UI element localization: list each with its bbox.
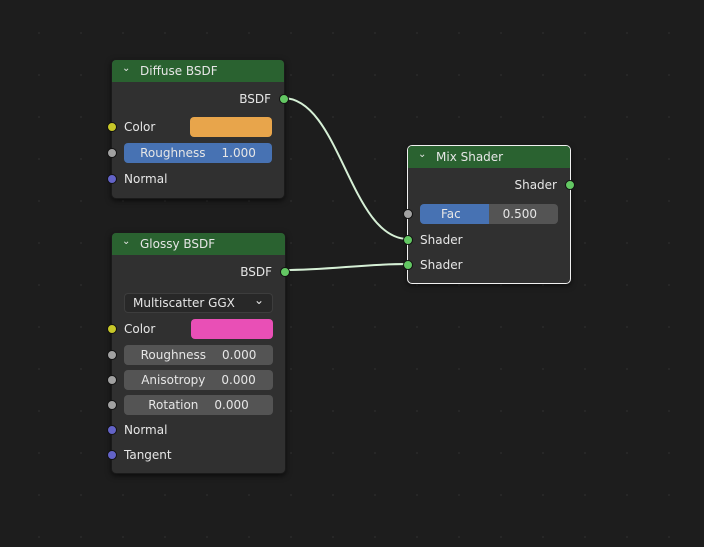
chevron-down-icon: ⌄	[253, 293, 264, 307]
socket-row-shader: Shader	[403, 230, 570, 250]
link-glossy-to-mix[interactable]	[283, 263, 409, 271]
node-header[interactable]: ⌄ Mix Shader	[408, 146, 570, 168]
socket-label: BSDF	[239, 92, 271, 106]
node-title: Diffuse BSDF	[140, 64, 218, 78]
shader-socket-icon[interactable]	[280, 267, 290, 277]
node-header[interactable]: ⌄ Glossy BSDF	[112, 233, 285, 255]
slider-value: 0.000	[221, 373, 256, 387]
node-title: Mix Shader	[436, 150, 504, 164]
color-swatch[interactable]	[191, 319, 273, 339]
socket-label: Normal	[124, 423, 168, 437]
vector-socket-icon[interactable]	[107, 450, 117, 460]
socket-row-roughness: Roughness 1.000	[107, 143, 284, 163]
color-swatch[interactable]	[190, 117, 272, 137]
float-socket-icon[interactable]	[107, 375, 117, 385]
float-socket-icon[interactable]	[107, 400, 117, 410]
socket-row-bsdf: BSDF	[112, 89, 289, 109]
socket-row-roughness: Roughness 0.000	[107, 345, 285, 365]
slider-rotation[interactable]: Rotation 0.000	[124, 395, 273, 415]
socket-row-normal: Normal	[107, 169, 284, 189]
socket-row-tangent: Tangent	[107, 445, 285, 465]
color-socket-icon[interactable]	[107, 324, 117, 334]
socket-row-normal: Normal	[107, 420, 285, 440]
chevron-down-icon[interactable]: ⌄	[418, 148, 427, 160]
slider-label: Fac	[440, 207, 461, 221]
distribution-dropdown[interactable]: Multiscatter GGX ⌄	[124, 293, 273, 313]
socket-row-shader: Shader	[403, 255, 570, 275]
chevron-down-icon[interactable]: ⌄	[122, 235, 131, 247]
color-socket-icon[interactable]	[107, 122, 117, 132]
slider-roughness[interactable]: Roughness 0.000	[124, 345, 273, 365]
chevron-down-icon[interactable]: ⌄	[122, 62, 131, 74]
shader-socket-icon[interactable]	[565, 180, 575, 190]
slider-anisotropy[interactable]: Anisotropy 0.000	[124, 370, 273, 390]
socket-row-fac: Fac 0.500	[403, 204, 570, 224]
socket-row-shader: Shader	[408, 175, 575, 195]
slider-value: 0.000	[222, 348, 257, 362]
socket-label: Color	[124, 120, 156, 134]
slider-fac[interactable]: Fac 0.500	[420, 204, 558, 224]
socket-row-anisotropy: Anisotropy 0.000	[107, 370, 285, 390]
float-socket-icon[interactable]	[107, 148, 117, 158]
slider-label: Rotation	[148, 398, 199, 412]
socket-row-color: Color	[107, 117, 284, 137]
socket-row-multiscatter-ggx: Multiscatter GGX ⌄	[112, 293, 285, 313]
slider-value: 0.500	[502, 207, 538, 221]
float-socket-icon[interactable]	[403, 209, 413, 219]
slider-roughness[interactable]: Roughness 1.000	[124, 143, 272, 163]
slider-value: 1.000	[221, 146, 256, 160]
shader-socket-icon[interactable]	[403, 235, 413, 245]
slider-label: Roughness	[140, 348, 207, 362]
slider-label: Anisotropy	[141, 373, 206, 387]
shader-socket-icon[interactable]	[279, 94, 289, 104]
socket-row-rotation: Rotation 0.000	[107, 395, 285, 415]
vector-socket-icon[interactable]	[107, 425, 117, 435]
socket-label: Color	[124, 322, 156, 336]
link-diffuse-to-mix[interactable]	[282, 97, 409, 240]
socket-label: Normal	[124, 172, 168, 186]
shader-socket-icon[interactable]	[403, 260, 413, 270]
socket-row-bsdf: BSDF	[112, 262, 290, 282]
socket-row-color: Color	[107, 319, 285, 339]
vector-socket-icon[interactable]	[107, 174, 117, 184]
dropdown-value: Multiscatter GGX	[133, 296, 235, 310]
socket-label: Shader	[420, 233, 463, 247]
socket-label: BSDF	[240, 265, 272, 279]
node-title: Glossy BSDF	[140, 237, 216, 251]
socket-label: Shader	[420, 258, 463, 272]
float-socket-icon[interactable]	[107, 350, 117, 360]
socket-label: Tangent	[124, 448, 172, 462]
slider-value: 0.000	[214, 398, 249, 412]
slider-label: Roughness	[140, 146, 206, 160]
node-header[interactable]: ⌄ Diffuse BSDF	[112, 60, 284, 82]
socket-label: Shader	[514, 178, 557, 192]
